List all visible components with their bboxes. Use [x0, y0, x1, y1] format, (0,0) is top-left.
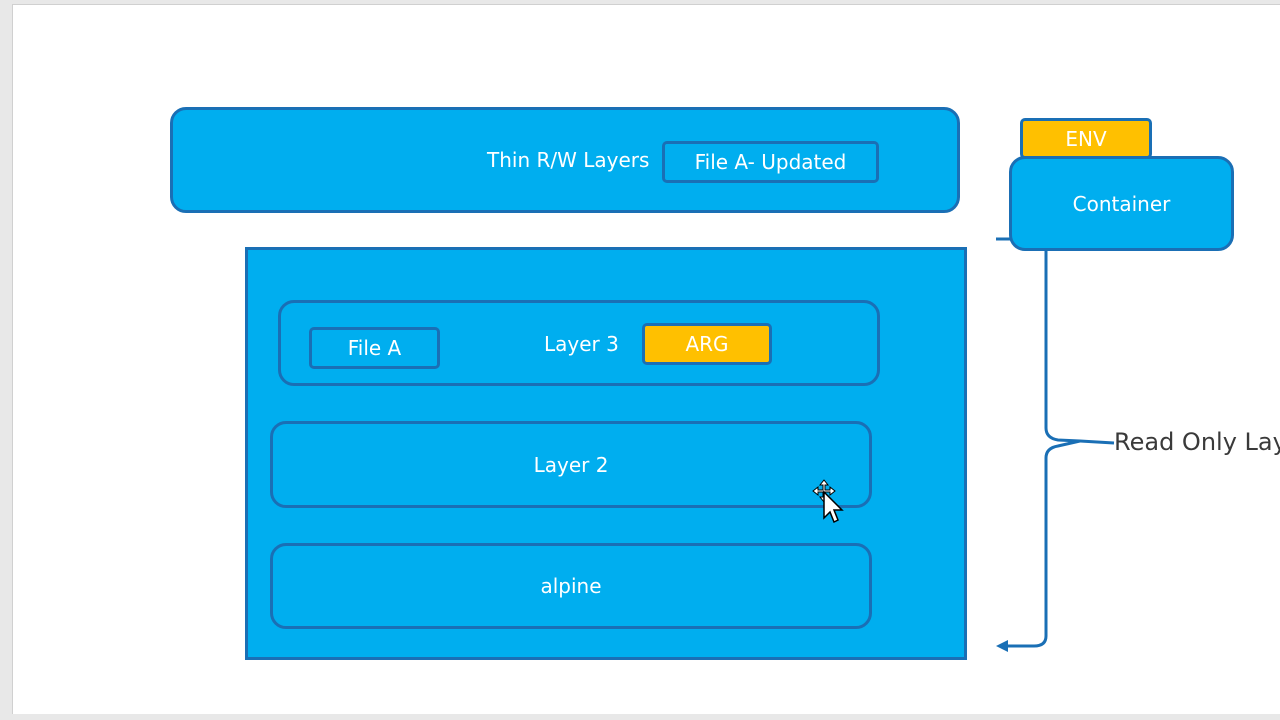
layer-3-label: Layer 3	[544, 332, 619, 356]
file-a-updated-box[interactable]: File A- Updated	[662, 141, 879, 183]
container-box[interactable]: Container	[1009, 156, 1234, 251]
layer-2[interactable]: Layer 2	[270, 421, 872, 508]
arg-tag[interactable]: ARG	[642, 323, 772, 365]
mouse-cursor-icon	[812, 479, 844, 524]
alpine-layer[interactable]: alpine	[270, 543, 872, 629]
read-only-layers-label: Read Only Lay	[1114, 428, 1280, 456]
thin-rw-layer-label: Thin R/W Layers	[487, 148, 650, 172]
env-tag[interactable]: ENV	[1020, 118, 1152, 159]
file-a-box[interactable]: File A	[309, 327, 440, 369]
